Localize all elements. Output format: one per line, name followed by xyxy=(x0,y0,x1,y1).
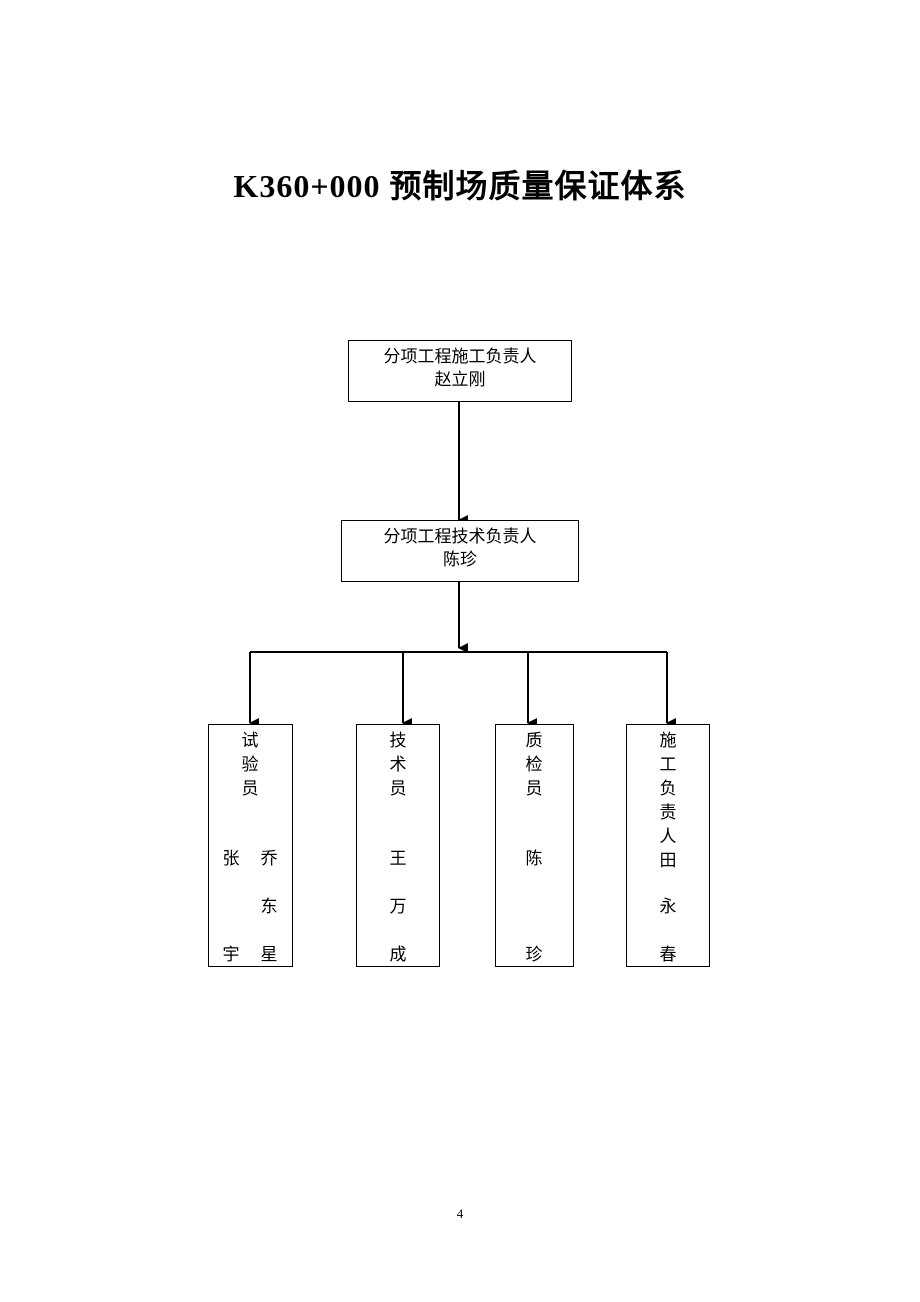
box-construction-lead: 分项工程施工负责人 赵立刚 xyxy=(348,340,572,402)
vertical-char: 技 xyxy=(389,731,407,751)
box-technical-lead: 分项工程技术负责人 陈珍 xyxy=(341,520,579,582)
box-quality-inspector xyxy=(495,724,574,967)
page-number: 4 xyxy=(456,1206,464,1221)
vertical-char: 责 xyxy=(659,803,677,823)
box-role-label: 分项工程施工负责人 xyxy=(383,347,537,367)
vertical-char: 万 xyxy=(389,897,407,917)
vertical-char: 永 xyxy=(659,897,677,917)
vertical-char: 负 xyxy=(659,779,677,799)
box-technician xyxy=(356,724,440,967)
vertical-char: 员 xyxy=(525,779,543,799)
vertical-char: 星 xyxy=(260,945,278,965)
vertical-char: 检 xyxy=(525,755,543,775)
vertical-char: 王 xyxy=(389,849,407,869)
vertical-char: 人 xyxy=(659,827,677,847)
vertical-char: 宇 xyxy=(222,945,240,965)
vertical-char: 术 xyxy=(389,755,407,775)
vertical-char: 乔 xyxy=(260,849,278,869)
vertical-char: 成 xyxy=(389,945,407,965)
vertical-char: 工 xyxy=(659,755,677,775)
vertical-char: 春 xyxy=(659,945,677,965)
vertical-char: 施 xyxy=(659,731,677,751)
vertical-char: 质 xyxy=(525,731,543,751)
page-title: K360+000 预制场质量保证体系 xyxy=(233,168,687,204)
box-person-name: 赵立刚 xyxy=(434,370,486,390)
vertical-char: 员 xyxy=(389,779,407,799)
vertical-char: 田 xyxy=(659,851,677,871)
vertical-char: 张 xyxy=(222,849,240,869)
box-person-name: 陈珍 xyxy=(443,550,477,570)
vertical-char: 员 xyxy=(241,779,259,799)
vertical-char: 试 xyxy=(241,731,259,751)
box-role-label: 分项工程技术负责人 xyxy=(383,527,537,547)
box-construction-supervisor xyxy=(626,724,710,967)
vertical-char: 东 xyxy=(260,897,278,917)
vertical-char: 验 xyxy=(241,755,259,775)
vertical-char: 珍 xyxy=(525,945,543,965)
box-lab-technician xyxy=(208,724,293,967)
vertical-char: 陈 xyxy=(525,849,543,869)
